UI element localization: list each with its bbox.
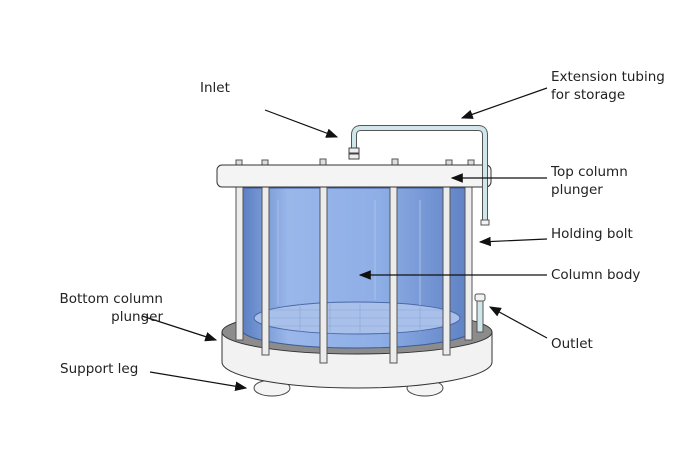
label-outlet: Outlet <box>551 336 593 352</box>
label-line: plunger <box>551 182 603 198</box>
label-column-body: Column body <box>551 267 641 283</box>
extension-tubing <box>348 125 490 226</box>
label-bottom-column-plunger: Bottom column plunger <box>59 290 163 326</box>
label-top-column-plunger: Top column plunger <box>551 163 628 199</box>
label-line: Extension tubing <box>551 69 665 85</box>
label-line: Top column <box>551 164 628 180</box>
top-column-plunger <box>216 158 492 188</box>
label-line: plunger <box>111 309 163 325</box>
label-line: for storage <box>551 87 626 103</box>
label-holding-bolt: Holding bolt <box>551 226 633 242</box>
callout-arrows <box>141 87 548 391</box>
outlet <box>474 293 486 333</box>
label-extension-tubing: Extension tubing for storage <box>551 68 665 104</box>
label-line: Bottom column <box>59 291 163 307</box>
label-support-leg: Support leg <box>60 361 139 377</box>
label-inlet: Inlet <box>200 80 230 96</box>
column-body <box>241 187 473 349</box>
